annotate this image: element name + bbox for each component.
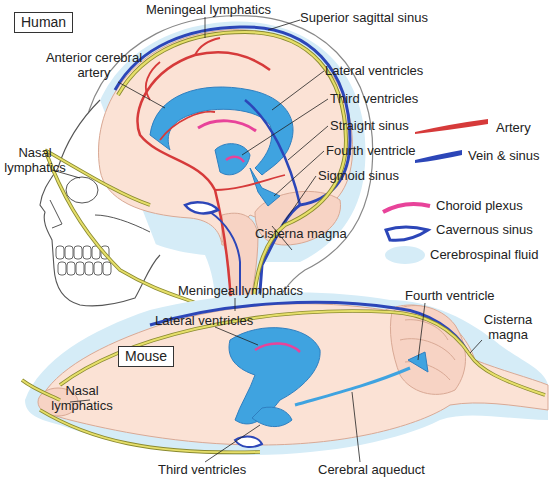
legend-text: Artery bbox=[496, 120, 531, 135]
anatomy-label: Third ventricles bbox=[330, 91, 418, 106]
anatomy-label: Superior sagittal sinus bbox=[300, 10, 428, 25]
legend-text: Cerebrospinal fluid bbox=[430, 247, 538, 262]
panel-title: Human bbox=[21, 14, 66, 30]
anatomy-label: Meningeal lymphatics bbox=[178, 283, 303, 298]
legend-text: Choroid plexus bbox=[436, 198, 523, 213]
anatomy-label: Nasal lymphatics bbox=[46, 383, 118, 413]
mouse-brain bbox=[22, 293, 548, 455]
anatomy-label: Cerebral aqueduct bbox=[318, 462, 425, 477]
anatomy-label: Straight sinus bbox=[330, 118, 409, 133]
legend-text: Cavernous sinus bbox=[436, 222, 533, 237]
anatomy-label: Third ventricles bbox=[158, 462, 246, 477]
panel-title: Mouse bbox=[125, 348, 167, 364]
anatomy-label: Cisterna magna bbox=[255, 226, 347, 241]
panel-tag: Mouse bbox=[118, 346, 174, 367]
anatomy-label: Nasal lymphatics bbox=[2, 145, 68, 175]
anatomy-label: Meningeal lymphatics bbox=[146, 2, 271, 17]
legend-text: Vein & sinus bbox=[468, 148, 540, 163]
leader-lines bbox=[52, 17, 482, 462]
anatomy-label: Lateral ventricles bbox=[325, 63, 423, 78]
panel-tag: Human bbox=[14, 12, 73, 33]
anatomy-label: Lateral ventricles bbox=[155, 313, 253, 328]
anatomy-label: Cisterna magna bbox=[476, 312, 540, 342]
legend-swatch bbox=[385, 246, 425, 264]
anatomy-label: Anterior cerebral artery bbox=[38, 50, 150, 80]
anatomy-label: Fourth ventricle bbox=[326, 143, 416, 158]
anatomy-label: Sigmoid sinus bbox=[318, 168, 399, 183]
anatomy-label: Fourth ventricle bbox=[405, 288, 495, 303]
